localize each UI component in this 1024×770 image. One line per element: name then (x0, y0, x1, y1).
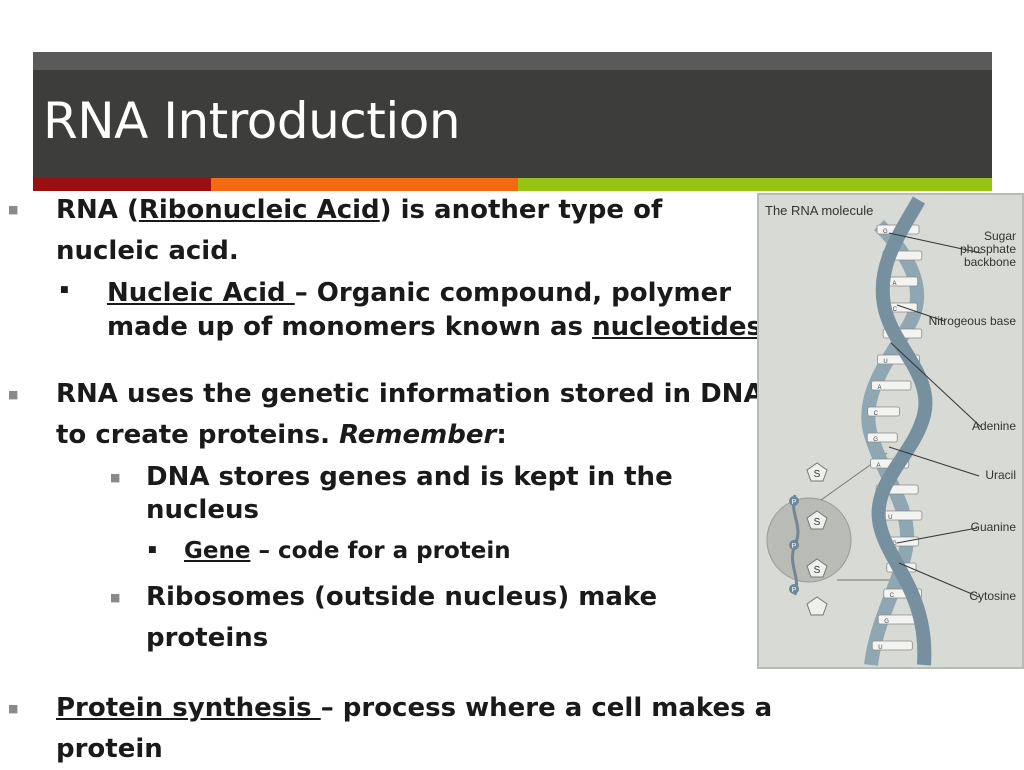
bullet3-line2: protein (56, 734, 163, 764)
sub-bullet2-line2: nucleus (146, 495, 259, 525)
bullet-marker: ■ (8, 388, 19, 401)
label-guanine: Guanine (970, 520, 1016, 534)
sub-bullet-marker: ■ (60, 285, 69, 295)
sub-bullet-marker: ■ (110, 591, 121, 604)
title-bar: RNA Introduction (33, 70, 992, 178)
label-nitrogenous-base: Nitrogeous base (928, 314, 1016, 328)
base-letter: G (892, 541, 897, 547)
base-letter: A (877, 463, 881, 469)
text-span: to create proteins. (56, 420, 340, 450)
sub-bullet-marker: ■ (110, 471, 121, 484)
sub-bullet1-line1: Nucleic Acid – Organic compound, polymer (107, 273, 731, 313)
bullet1-line1: RNA (Ribonucleic Acid) is another type o… (56, 190, 662, 231)
base-letter: A (878, 385, 882, 391)
base-letter: C (874, 411, 879, 417)
accent-strip-green (518, 178, 992, 191)
leader-line-uracil (888, 446, 980, 477)
accent-strip-orange (211, 178, 518, 191)
base-rung (871, 640, 913, 651)
term-protein-synthesis: Protein synthesis (56, 693, 321, 723)
phosphate-glyph: P (792, 587, 797, 594)
term-gene: Gene (184, 538, 251, 564)
base-letter: G (884, 619, 889, 625)
base-rung (866, 432, 898, 443)
term-nucleic-acid: Nucleic Acid (107, 278, 295, 308)
inset-pentagons: S S S (806, 462, 828, 616)
inset-phosphates: P P P (789, 496, 799, 594)
sugar-glyph: S (814, 565, 821, 576)
label-uracil: Uracil (985, 468, 1016, 482)
label-line: backbone (963, 255, 1016, 269)
sub-bullet2-line1: DNA stores genes and is kept in the (146, 462, 673, 492)
sugar-glyph: S (814, 469, 821, 480)
bullet-marker: ■ (8, 203, 19, 216)
bullet3-line1: Protein synthesis – process where a cell… (56, 688, 772, 729)
base-letter: U (883, 359, 887, 365)
sub-sub-bullet-marker: ■ (148, 545, 157, 555)
term-ribonucleic-acid: Ribonucleic Acid (138, 195, 380, 225)
nucleotide-inset-circle (766, 497, 852, 583)
label-cytosine: Cytosine (969, 589, 1016, 603)
sugar-glyph: S (814, 517, 821, 528)
text-remember: Remember (339, 420, 497, 450)
slide-title: RNA Introduction (43, 92, 461, 150)
sub-sub-bullet-gene: Gene – code for a protein (184, 532, 511, 570)
leader-line-adenine (890, 342, 982, 428)
bullet2-line1: RNA uses the genetic information stored … (56, 379, 764, 409)
bullet-marker: ■ (8, 702, 19, 715)
base-letter: G (883, 229, 888, 235)
title-bar-top-strip (33, 52, 992, 70)
text-span: : (496, 420, 507, 450)
label-line: phosphate (959, 242, 1016, 256)
base-letter: U (878, 645, 882, 651)
phosphate-glyph: P (792, 543, 797, 550)
base-letter: G (873, 437, 878, 443)
label-adenine: Adenine (971, 419, 1016, 433)
accent-strip-red (33, 178, 211, 191)
sub-bullet3-line1: Ribosomes (outside nucleus) make (146, 582, 658, 612)
text-span: – code for a protein (250, 538, 511, 564)
text-span: RNA ( (56, 195, 139, 225)
term-nucleotides: nucleotides (592, 312, 762, 342)
rna-molecule-figure: The RNA molecule S S S P P P G U A C G U A C G A C… (757, 193, 1024, 669)
text-span: – Organic compound, polymer (294, 278, 732, 308)
base-rung (871, 380, 912, 391)
text-span: – process where a cell makes a (320, 693, 773, 723)
base-rung (886, 276, 919, 287)
sub-bullet1-line2: made up of monomers known as nucleotides (107, 307, 762, 347)
text-span: ) is another type of (379, 195, 663, 225)
label-line: Sugar (983, 229, 1016, 243)
phosphate-glyph: P (792, 499, 797, 506)
text-span: made up of monomers known as (107, 312, 593, 342)
leader-line-cytosine (898, 562, 980, 598)
base-letter: U (888, 515, 892, 521)
helix-front-strand (871, 196, 933, 666)
base-letter: C (893, 307, 898, 313)
bullet2-line2: to create proteins. Remember: (56, 415, 507, 456)
base-letter: A (892, 281, 896, 287)
base-rung (867, 406, 900, 417)
leader-line-sugar (888, 232, 982, 254)
leader-line-nitrogenous (896, 304, 945, 322)
base-letter: C (890, 593, 895, 599)
bullet1-line2: nucleic acid. (56, 236, 239, 266)
sub-bullet3-line2: proteins (146, 623, 269, 653)
leader-line-guanine (896, 527, 978, 544)
figure-title: The RNA molecule (765, 203, 874, 218)
label-sugar-phosphate-backbone: Sugar phosphate backbone (960, 230, 1016, 269)
